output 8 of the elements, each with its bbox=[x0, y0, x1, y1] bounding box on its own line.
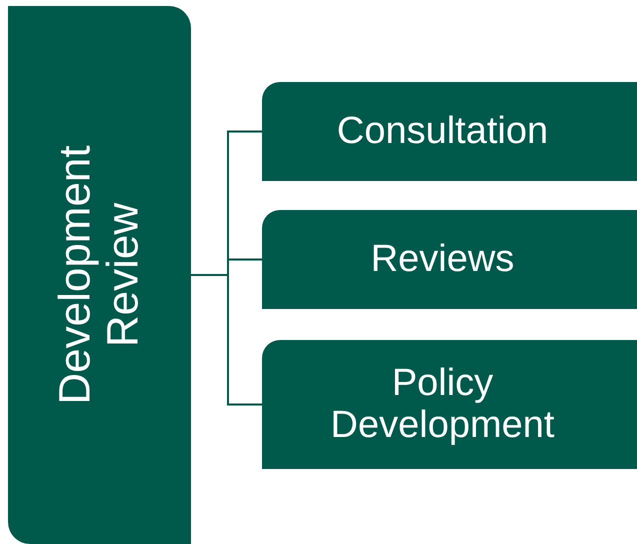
process-box bbox=[262, 210, 637, 309]
process-box bbox=[262, 82, 637, 181]
node-label: Consultation bbox=[336, 110, 548, 152]
node-label: Reviews bbox=[370, 238, 514, 280]
process-box bbox=[262, 340, 637, 469]
node-label: Policy Development bbox=[330, 362, 556, 446]
process-box bbox=[8, 6, 191, 544]
node-label: Development Review bbox=[51, 144, 148, 407]
